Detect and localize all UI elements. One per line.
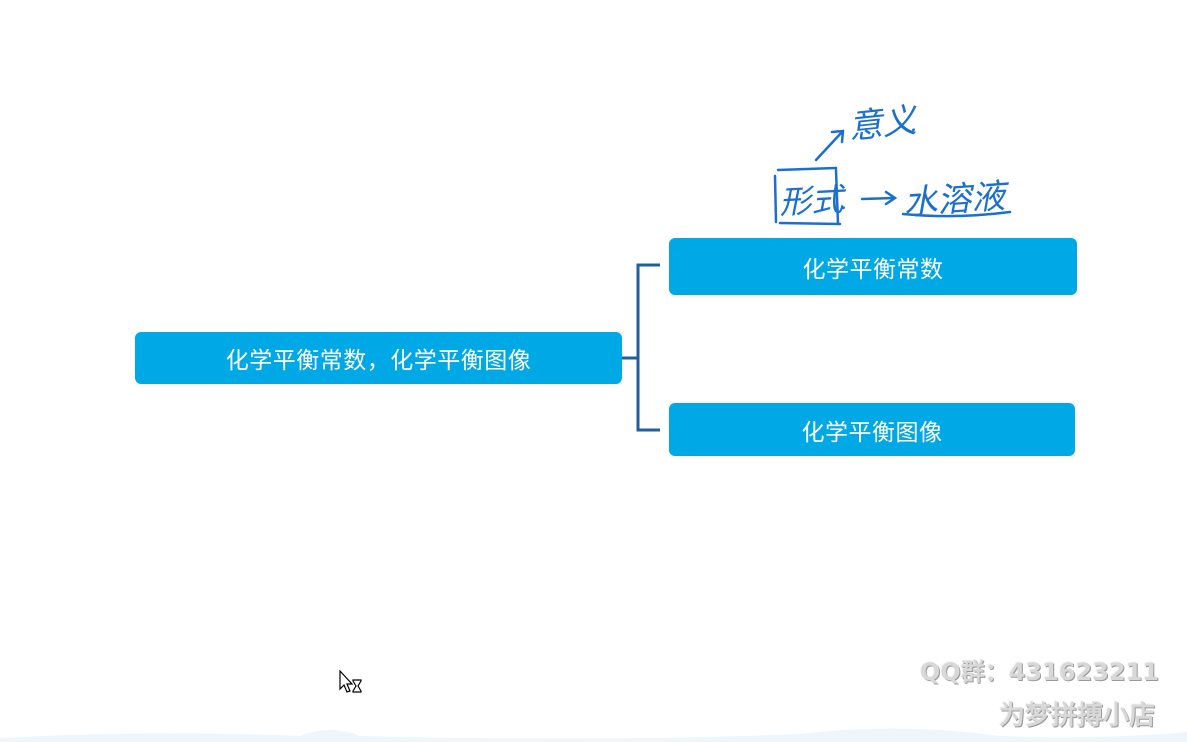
mindmap-child-node-equilibrium-graph[interactable]: 化学平衡图像: [669, 403, 1075, 456]
ink-box-left: [773, 174, 778, 224]
ink-arrow-right: [860, 196, 896, 201]
ink-arrow-up-head: [830, 129, 845, 144]
handwritten-dot: .: [840, 190, 847, 215]
mindmap-child-node-equilibrium-constant[interactable]: 化学平衡常数: [669, 238, 1077, 295]
ink-box-right: [834, 168, 840, 226]
mindmap-root-node[interactable]: 化学平衡常数，化学平衡图像: [135, 332, 622, 384]
child-node-label: 化学平衡图像: [801, 419, 943, 446]
child-node-label: 化学平衡常数: [802, 256, 944, 283]
ink-arrow-up: [814, 130, 844, 162]
busy-arrow-cursor-icon: [339, 670, 362, 693]
watermark-shop-name: 为梦拼搏小店: [998, 701, 1155, 731]
ink-underline: [901, 210, 1012, 218]
ink-box-top: [776, 166, 838, 172]
handwritten-meaning: 意义: [846, 100, 919, 148]
ink-box-bottom: [778, 221, 842, 226]
root-node-label: 化学平衡常数，化学平衡图像: [225, 348, 532, 374]
handwritten-dot: .: [910, 112, 917, 137]
handwritten-solution: 水溶液: [901, 176, 1007, 224]
watermark-qq-group: QQ群：431623211: [919, 658, 1159, 686]
handwritten-form: 形式: [778, 180, 845, 222]
ink-arrow-right-head: [884, 190, 898, 206]
background-wave-decoration: [0, 728, 1187, 742]
